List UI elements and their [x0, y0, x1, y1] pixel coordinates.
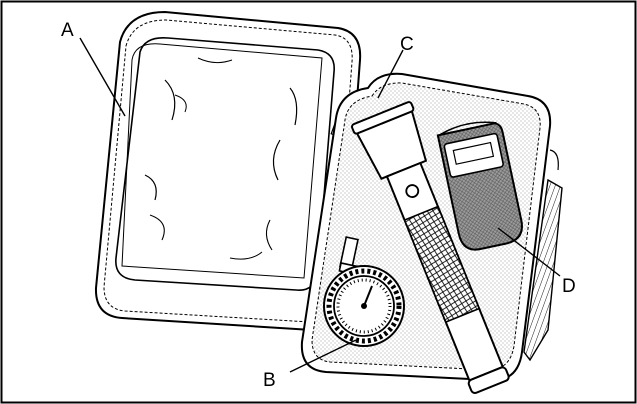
flashlight-icon	[351, 101, 510, 394]
callout-line-b	[289, 339, 357, 373]
callout-label-b: B	[263, 370, 276, 391]
callout-label-d: D	[562, 276, 576, 297]
holster-icon	[436, 121, 523, 251]
callout-line-c	[377, 49, 404, 99]
callout-label-c: C	[400, 34, 414, 55]
callout-line-d	[497, 227, 561, 277]
callout-line-a	[79, 37, 126, 117]
tire-gauge-icon	[323, 236, 405, 347]
clear-pouch-icon	[115, 36, 335, 291]
callout-label-a: A	[61, 20, 74, 41]
